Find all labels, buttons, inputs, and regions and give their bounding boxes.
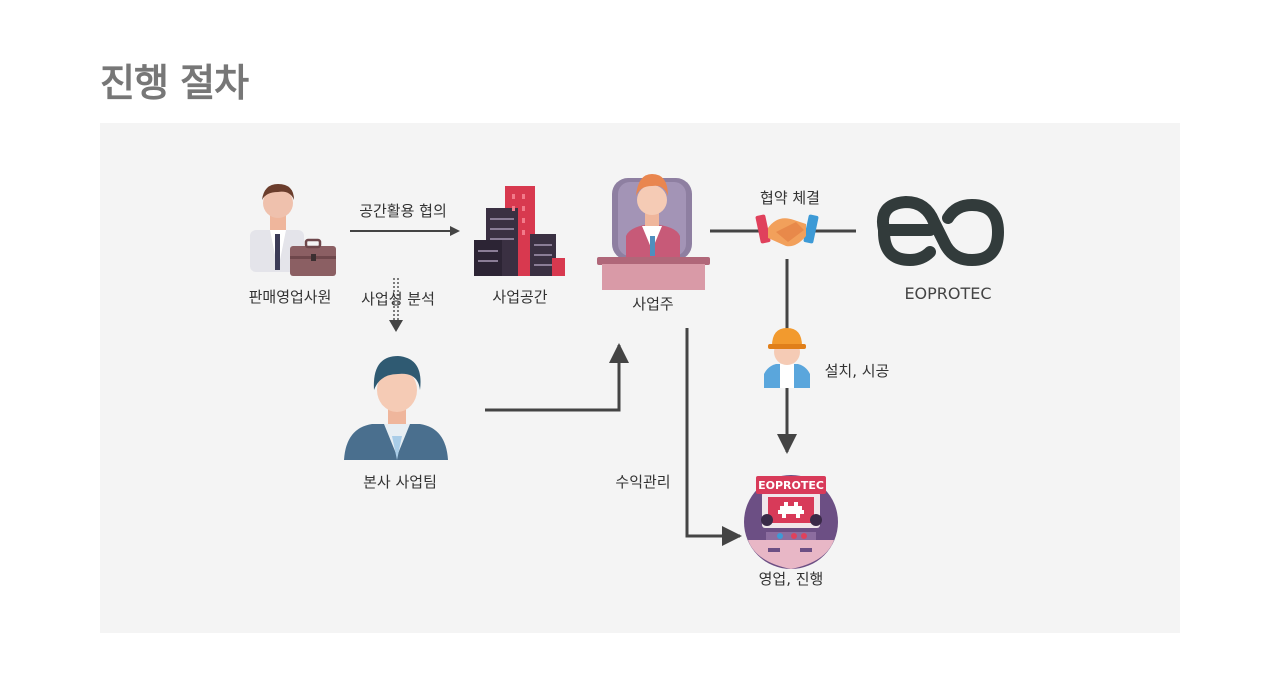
edge-label-revenue: 수익관리 — [615, 473, 671, 491]
node-label-sales: 영업, 진행 — [758, 570, 824, 588]
edge-label-contract: 협약 체결 — [760, 189, 820, 207]
salesperson-icon — [250, 184, 336, 276]
arrow-hq-to-owner — [485, 343, 629, 412]
business-owner-icon — [597, 174, 710, 290]
buildings-icon — [474, 186, 565, 276]
eoprotec-logo — [877, 195, 1005, 267]
hq-team-icon — [344, 356, 448, 460]
node-label-salesperson: 판매영업사원 — [248, 288, 332, 306]
construction-worker-icon — [764, 328, 810, 388]
arrow-owner-to-sales — [685, 328, 742, 546]
node-label-owner: 사업주 — [632, 295, 674, 313]
arrow-salesperson-to-hq — [389, 278, 403, 332]
edge-label-space-consult: 공간활용 협의 — [359, 202, 447, 220]
page-title: 진행 절차 — [100, 61, 249, 105]
machine-sign-text: EOPROTEC — [758, 479, 824, 492]
edge-label-feasibility: 사업성 분석 — [361, 290, 435, 308]
handshake-icon — [755, 214, 819, 247]
edge-label-install: 설치, 시공 — [824, 362, 890, 380]
node-label-hq-team: 본사 사업팀 — [363, 473, 437, 491]
arcade-machine-icon: EOPROTEC — [744, 475, 838, 569]
node-label-company: EOPROTEC — [904, 284, 992, 303]
node-label-business-space: 사업공간 — [492, 288, 548, 306]
